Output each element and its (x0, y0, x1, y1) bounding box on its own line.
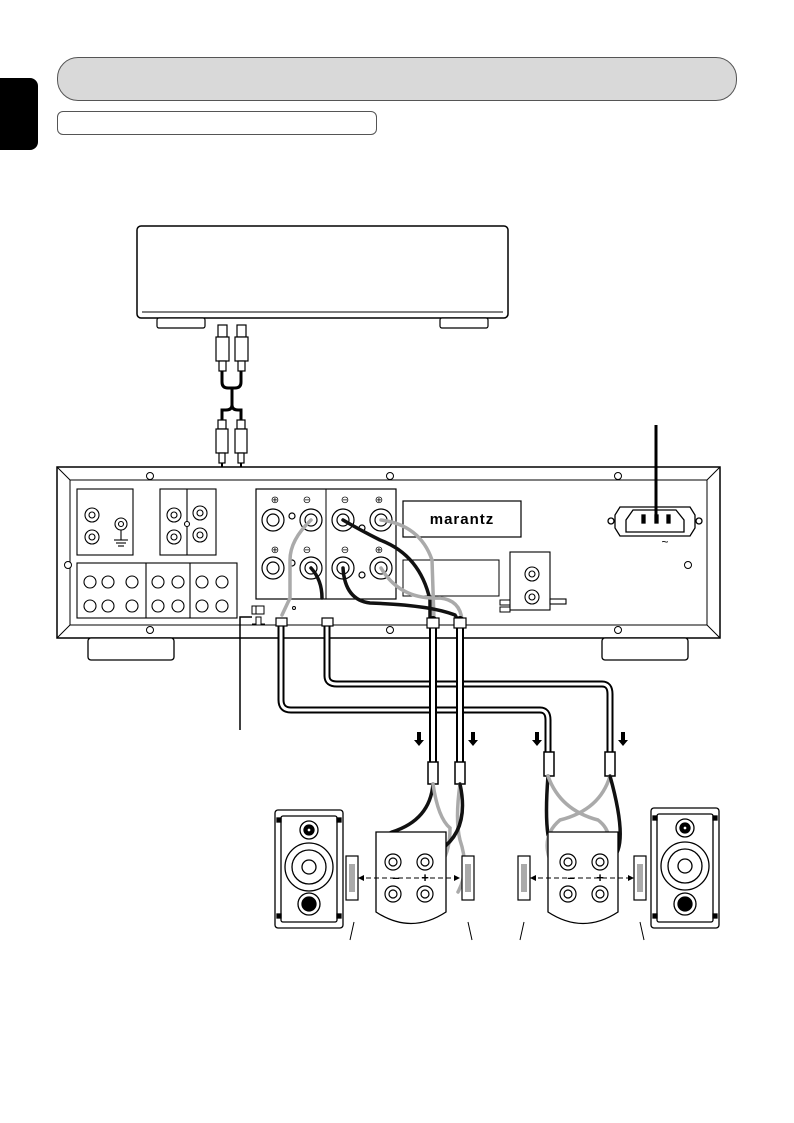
selector-leader (239, 616, 252, 730)
binding-post-icon (559, 853, 609, 903)
title-bar (57, 57, 737, 101)
impedance-selector (251, 605, 296, 625)
plus-label: ⊕ (375, 545, 383, 556)
right-speaker-rear: – + (517, 831, 647, 941)
remote-jack-block (509, 551, 567, 611)
plus-label: ⊕ (375, 495, 383, 506)
arrow-down-icon (414, 732, 628, 746)
rca-plug-icon (215, 419, 248, 464)
source-component (136, 225, 509, 329)
terminal-plus-label: + (596, 870, 604, 885)
plus-label: ⊕ (271, 495, 279, 506)
logo-plate: marantz (402, 500, 522, 538)
plus-label: ⊕ (271, 545, 279, 556)
binding-post-icon (384, 853, 434, 903)
phono-input-block (76, 488, 134, 556)
rca-plug-icon (215, 324, 249, 372)
minus-label: ⊖ (341, 495, 349, 506)
section-tab (0, 78, 38, 150)
ground-icon (114, 517, 128, 547)
minus-label: ⊖ (341, 545, 349, 556)
power-inlet-icon: ~ (607, 506, 703, 549)
screw-icon (64, 472, 692, 634)
speaker-icon (274, 809, 344, 929)
lower-input-blocks (76, 562, 238, 619)
minus-label: ⊖ (303, 495, 311, 506)
brand-logo: marantz (430, 511, 495, 528)
subtitle-bar (57, 111, 377, 135)
speaker-icon (650, 807, 720, 929)
minus-label: ⊖ (303, 545, 311, 556)
terminal-minus-label: – (392, 870, 399, 885)
amplifier-rear-panel: ⊕ ⊖ ⊖ ⊕ ⊕ ⊖ ⊖ ⊕ (56, 466, 721, 661)
ac-symbol: ~ (661, 535, 668, 549)
speaker-wires (275, 518, 622, 894)
line-input-block (159, 488, 217, 556)
speaker-terminal-block: ⊕ ⊖ ⊖ ⊕ ⊕ ⊖ ⊖ ⊕ (255, 488, 397, 600)
left-speaker-rear: – + (345, 831, 475, 941)
rca-cable (205, 324, 249, 529)
